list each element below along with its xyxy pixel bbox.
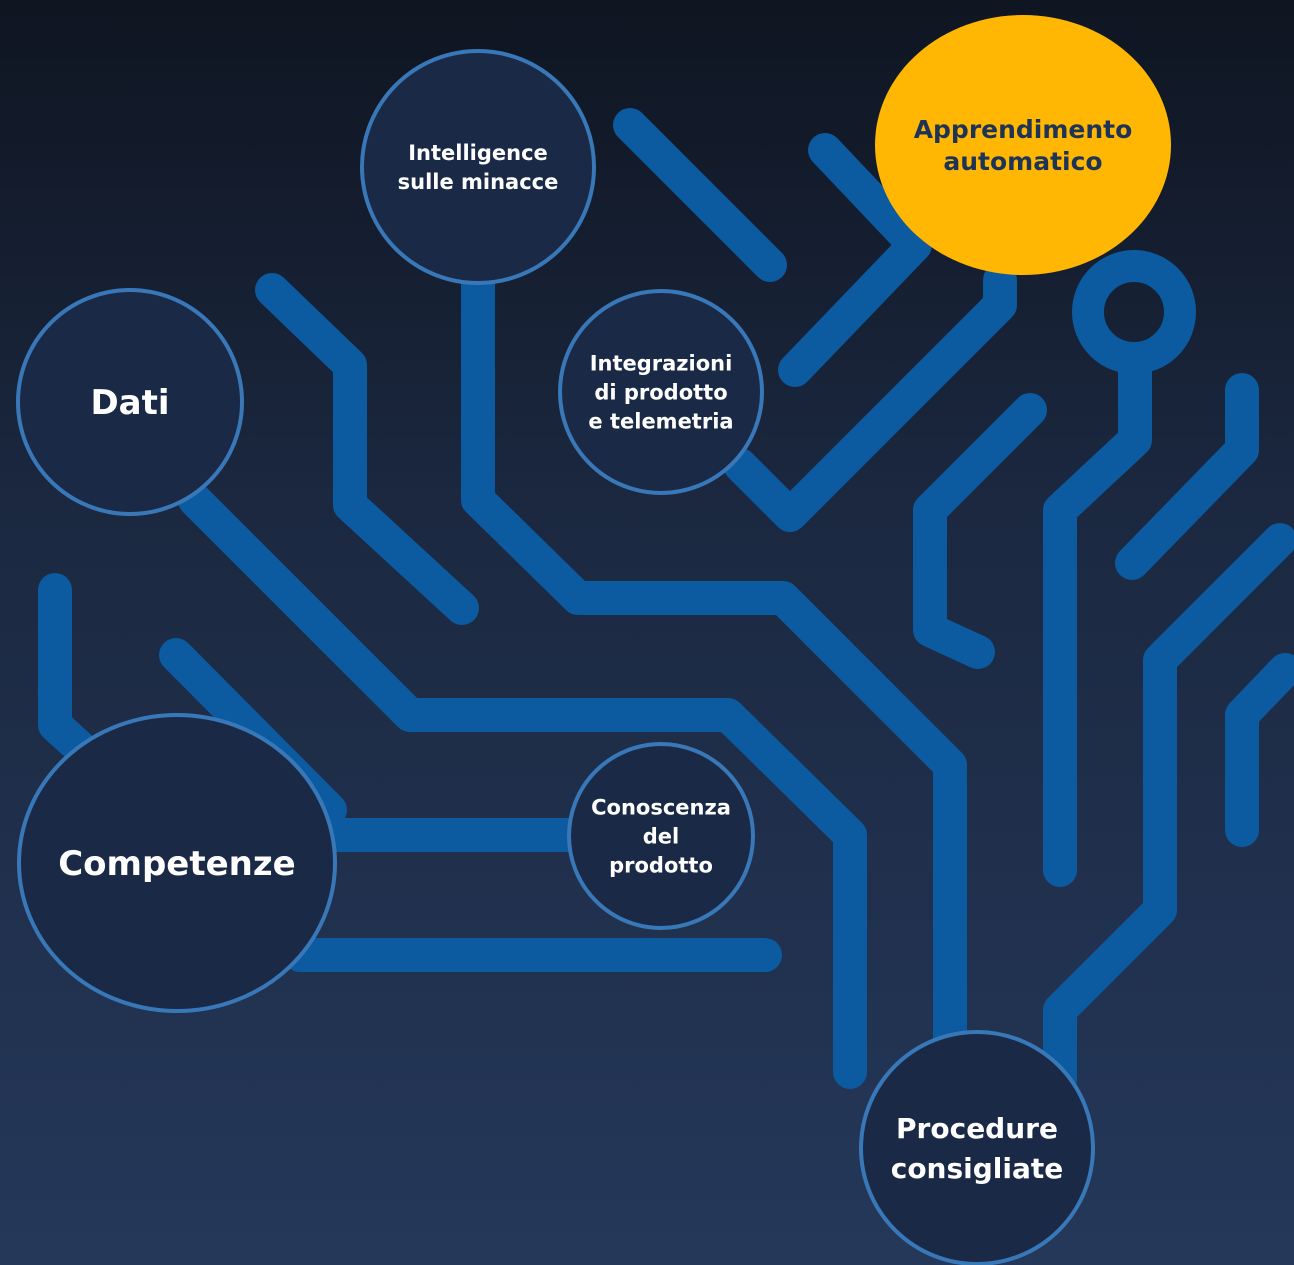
node-label: Procedure bbox=[896, 1112, 1058, 1145]
circuit-trace bbox=[1043, 523, 1294, 1097]
node-circle bbox=[16, 288, 244, 516]
node-product-integrations: Integrazioni di prodotto e telemetria bbox=[558, 289, 764, 495]
node-label: Apprendimento bbox=[914, 115, 1133, 144]
node-circle bbox=[567, 742, 755, 930]
node-label: consigliate bbox=[891, 1152, 1064, 1185]
node-label: e telemetria bbox=[588, 409, 733, 433]
circuit-trace bbox=[255, 273, 479, 625]
node-circle bbox=[875, 15, 1171, 275]
diagram-nodes: Intelligence sulle minacce Apprendimento au… bbox=[16, 15, 1171, 1265]
node-label: Integrazioni bbox=[590, 351, 733, 375]
node-label: di prodotto bbox=[594, 380, 727, 404]
circuit-trace bbox=[613, 108, 787, 282]
node-label: automatico bbox=[943, 147, 1102, 176]
circuit-trace bbox=[1225, 653, 1294, 732]
node-circle bbox=[17, 713, 337, 1013]
node-expertise: Competenze bbox=[17, 713, 337, 1013]
node-label: sulle minacce bbox=[398, 170, 559, 194]
node-circle bbox=[859, 1030, 1095, 1265]
node-data: Dati bbox=[16, 288, 244, 516]
node-label: Dati bbox=[90, 383, 169, 423]
node-circle bbox=[360, 49, 596, 285]
circuit-trace bbox=[1115, 373, 1259, 580]
node-label: Competenze bbox=[58, 844, 296, 884]
node-label: prodotto bbox=[609, 853, 713, 877]
circuit-pad-ring bbox=[1072, 250, 1196, 374]
node-machine-learning: Apprendimento automatico bbox=[875, 15, 1171, 275]
node-circle bbox=[558, 289, 764, 495]
circuit-trace bbox=[778, 133, 932, 387]
node-label: del bbox=[643, 824, 679, 848]
circuit-trace bbox=[723, 263, 1017, 532]
circuit-trace bbox=[461, 263, 967, 1062]
node-label: Intelligence bbox=[408, 141, 548, 165]
node-product-knowledge: Conoscenza del prodotto bbox=[567, 742, 755, 930]
circuit-trace bbox=[1043, 343, 1152, 887]
node-best-practices: Procedure consigliate bbox=[859, 1030, 1095, 1265]
node-label: Conoscenza bbox=[591, 795, 731, 819]
node-threat-intelligence: Intelligence sulle minacce bbox=[360, 49, 596, 285]
circuit-trace bbox=[913, 393, 1047, 669]
circuit-trace bbox=[178, 483, 867, 1089]
